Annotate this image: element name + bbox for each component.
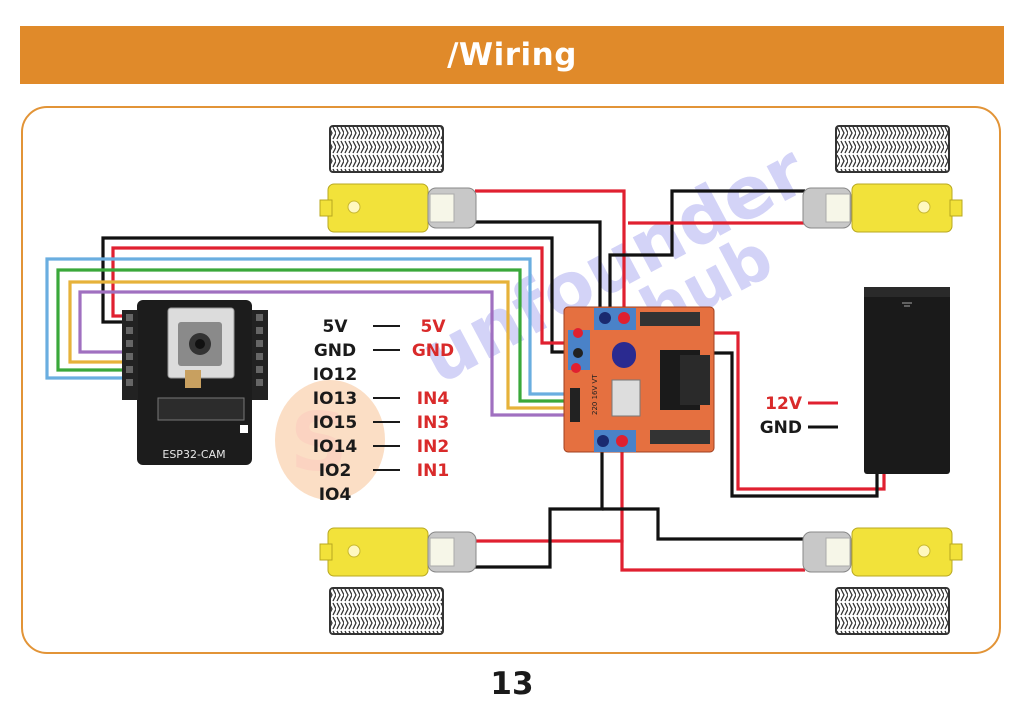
page-number: 13 [490, 666, 534, 702]
page-title: /Wiring [447, 37, 577, 73]
wire-bl-black [475, 440, 604, 569]
driver-chip-label: 220 16V VT [591, 374, 599, 415]
wheel-top-right [835, 125, 950, 173]
pin-label: IO15 [313, 413, 357, 433]
wire-tl-red [475, 189, 626, 318]
target-label: 5V [421, 317, 447, 337]
target-label: IN4 [417, 389, 450, 409]
target-label: GND [412, 341, 454, 361]
wheel-bottom-right [835, 587, 950, 635]
wire-red-5v [111, 246, 578, 345]
wire-blue-io13 [45, 257, 576, 396]
wheel-top-left [329, 125, 444, 173]
power-legend: 12V GND [760, 394, 838, 438]
motor-top-right [802, 183, 963, 233]
esp32-cam-board: ESP32-CAM [122, 300, 268, 465]
wire-tr-black [608, 189, 805, 318]
pin-label: IO4 [319, 485, 352, 505]
wire-tl-black [475, 220, 602, 318]
mapping-row: IO2 IN1 [319, 461, 450, 481]
pin-label: IO13 [313, 389, 357, 409]
pin-mapping-table: 5V 5V GND GND IO12 IO13 IN4 IO15 IN3 IO1… [313, 317, 454, 505]
mapping-row: IO13 IN4 [313, 389, 450, 409]
mapping-row: IO14 IN2 [313, 437, 449, 457]
motor-top-left [319, 183, 477, 233]
mapping-row: IO12 [313, 365, 357, 385]
power-negative-label: GND [760, 418, 802, 438]
esp32-label: ESP32-CAM [162, 448, 225, 461]
wire-batt-black [690, 351, 879, 498]
wire-black-gnd [101, 236, 578, 354]
wire-yellow-io14 [68, 280, 576, 410]
motor-driver-board: 220 16V VT [563, 306, 715, 453]
mapping-row: 5V 5V [323, 317, 447, 337]
pin-label: 5V [323, 317, 349, 337]
pin-label: IO2 [319, 461, 352, 481]
wheel-bottom-left [329, 587, 444, 635]
power-positive-label: 12V [765, 394, 803, 414]
mapping-row: GND GND [314, 341, 454, 361]
target-label: IN3 [417, 413, 449, 433]
battery-box [864, 287, 950, 474]
motor-bottom-left [319, 527, 477, 577]
wires [45, 189, 886, 572]
header-bar: /Wiring [20, 26, 1004, 84]
wire-purple-io2 [78, 290, 576, 417]
wire-br-red [620, 540, 805, 572]
pin-label: GND [314, 341, 356, 361]
wiring-panel [21, 106, 1001, 654]
target-label: IN1 [417, 461, 449, 481]
wire-green-io15 [56, 268, 576, 403]
mapping-row: IO15 IN3 [313, 413, 449, 433]
target-label: IN2 [417, 437, 449, 457]
wire-br-black [602, 507, 805, 541]
mapping-row: IO4 [319, 485, 352, 505]
pin-label: IO12 [313, 365, 357, 385]
svg-text:S: S [290, 396, 348, 489]
motor-bottom-right [802, 527, 963, 577]
pin-label: IO14 [313, 437, 358, 457]
